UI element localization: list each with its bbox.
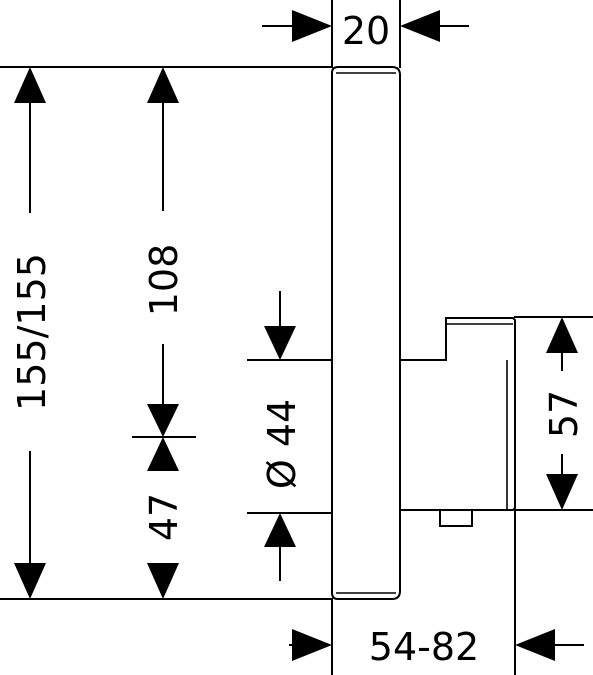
dim-5482-left-arrow	[292, 629, 332, 661]
dim-47-label: 47	[142, 493, 186, 541]
valve-body	[399, 317, 516, 511]
dim-47-top-arrow	[147, 437, 179, 471]
dim-body-height: 57	[542, 317, 586, 510]
cover-plate	[331, 66, 401, 600]
dim-44-top-arrow	[264, 326, 296, 360]
dim-155-bottom-arrow	[14, 563, 46, 599]
dim-108-top-arrow	[147, 67, 179, 103]
dim-57-top-arrow	[546, 317, 578, 353]
dim-5482-right-arrow	[515, 629, 555, 661]
dim-47-bottom-arrow	[147, 563, 179, 599]
dim-lower-height: 47	[142, 437, 186, 599]
dim-108-label: 108	[142, 244, 186, 317]
dim-57-label: 57	[542, 390, 586, 438]
dim-total-height: 155/155	[10, 67, 54, 599]
dim-diameter: Ø 44	[260, 291, 304, 581]
dim-57-bottom-arrow	[546, 474, 578, 510]
dim-upper-height: 108	[142, 67, 186, 437]
dim-20-right-arrow	[400, 10, 440, 42]
valve-connector	[439, 509, 473, 527]
dim-installation-depth: 54-82	[289, 625, 584, 669]
dim-108-bottom-arrow	[147, 404, 179, 437]
dim-155-top-arrow	[14, 67, 46, 103]
part-outline	[331, 66, 516, 600]
dim-5482-label: 54-82	[369, 625, 479, 669]
dim-plate-depth: 20	[262, 9, 469, 53]
dim-44-label: Ø 44	[260, 399, 304, 489]
dim-20-label: 20	[342, 9, 390, 53]
dim-155-label: 155/155	[10, 253, 54, 411]
dim-20-left-arrow	[292, 10, 332, 42]
dim-44-bottom-arrow	[264, 513, 296, 547]
